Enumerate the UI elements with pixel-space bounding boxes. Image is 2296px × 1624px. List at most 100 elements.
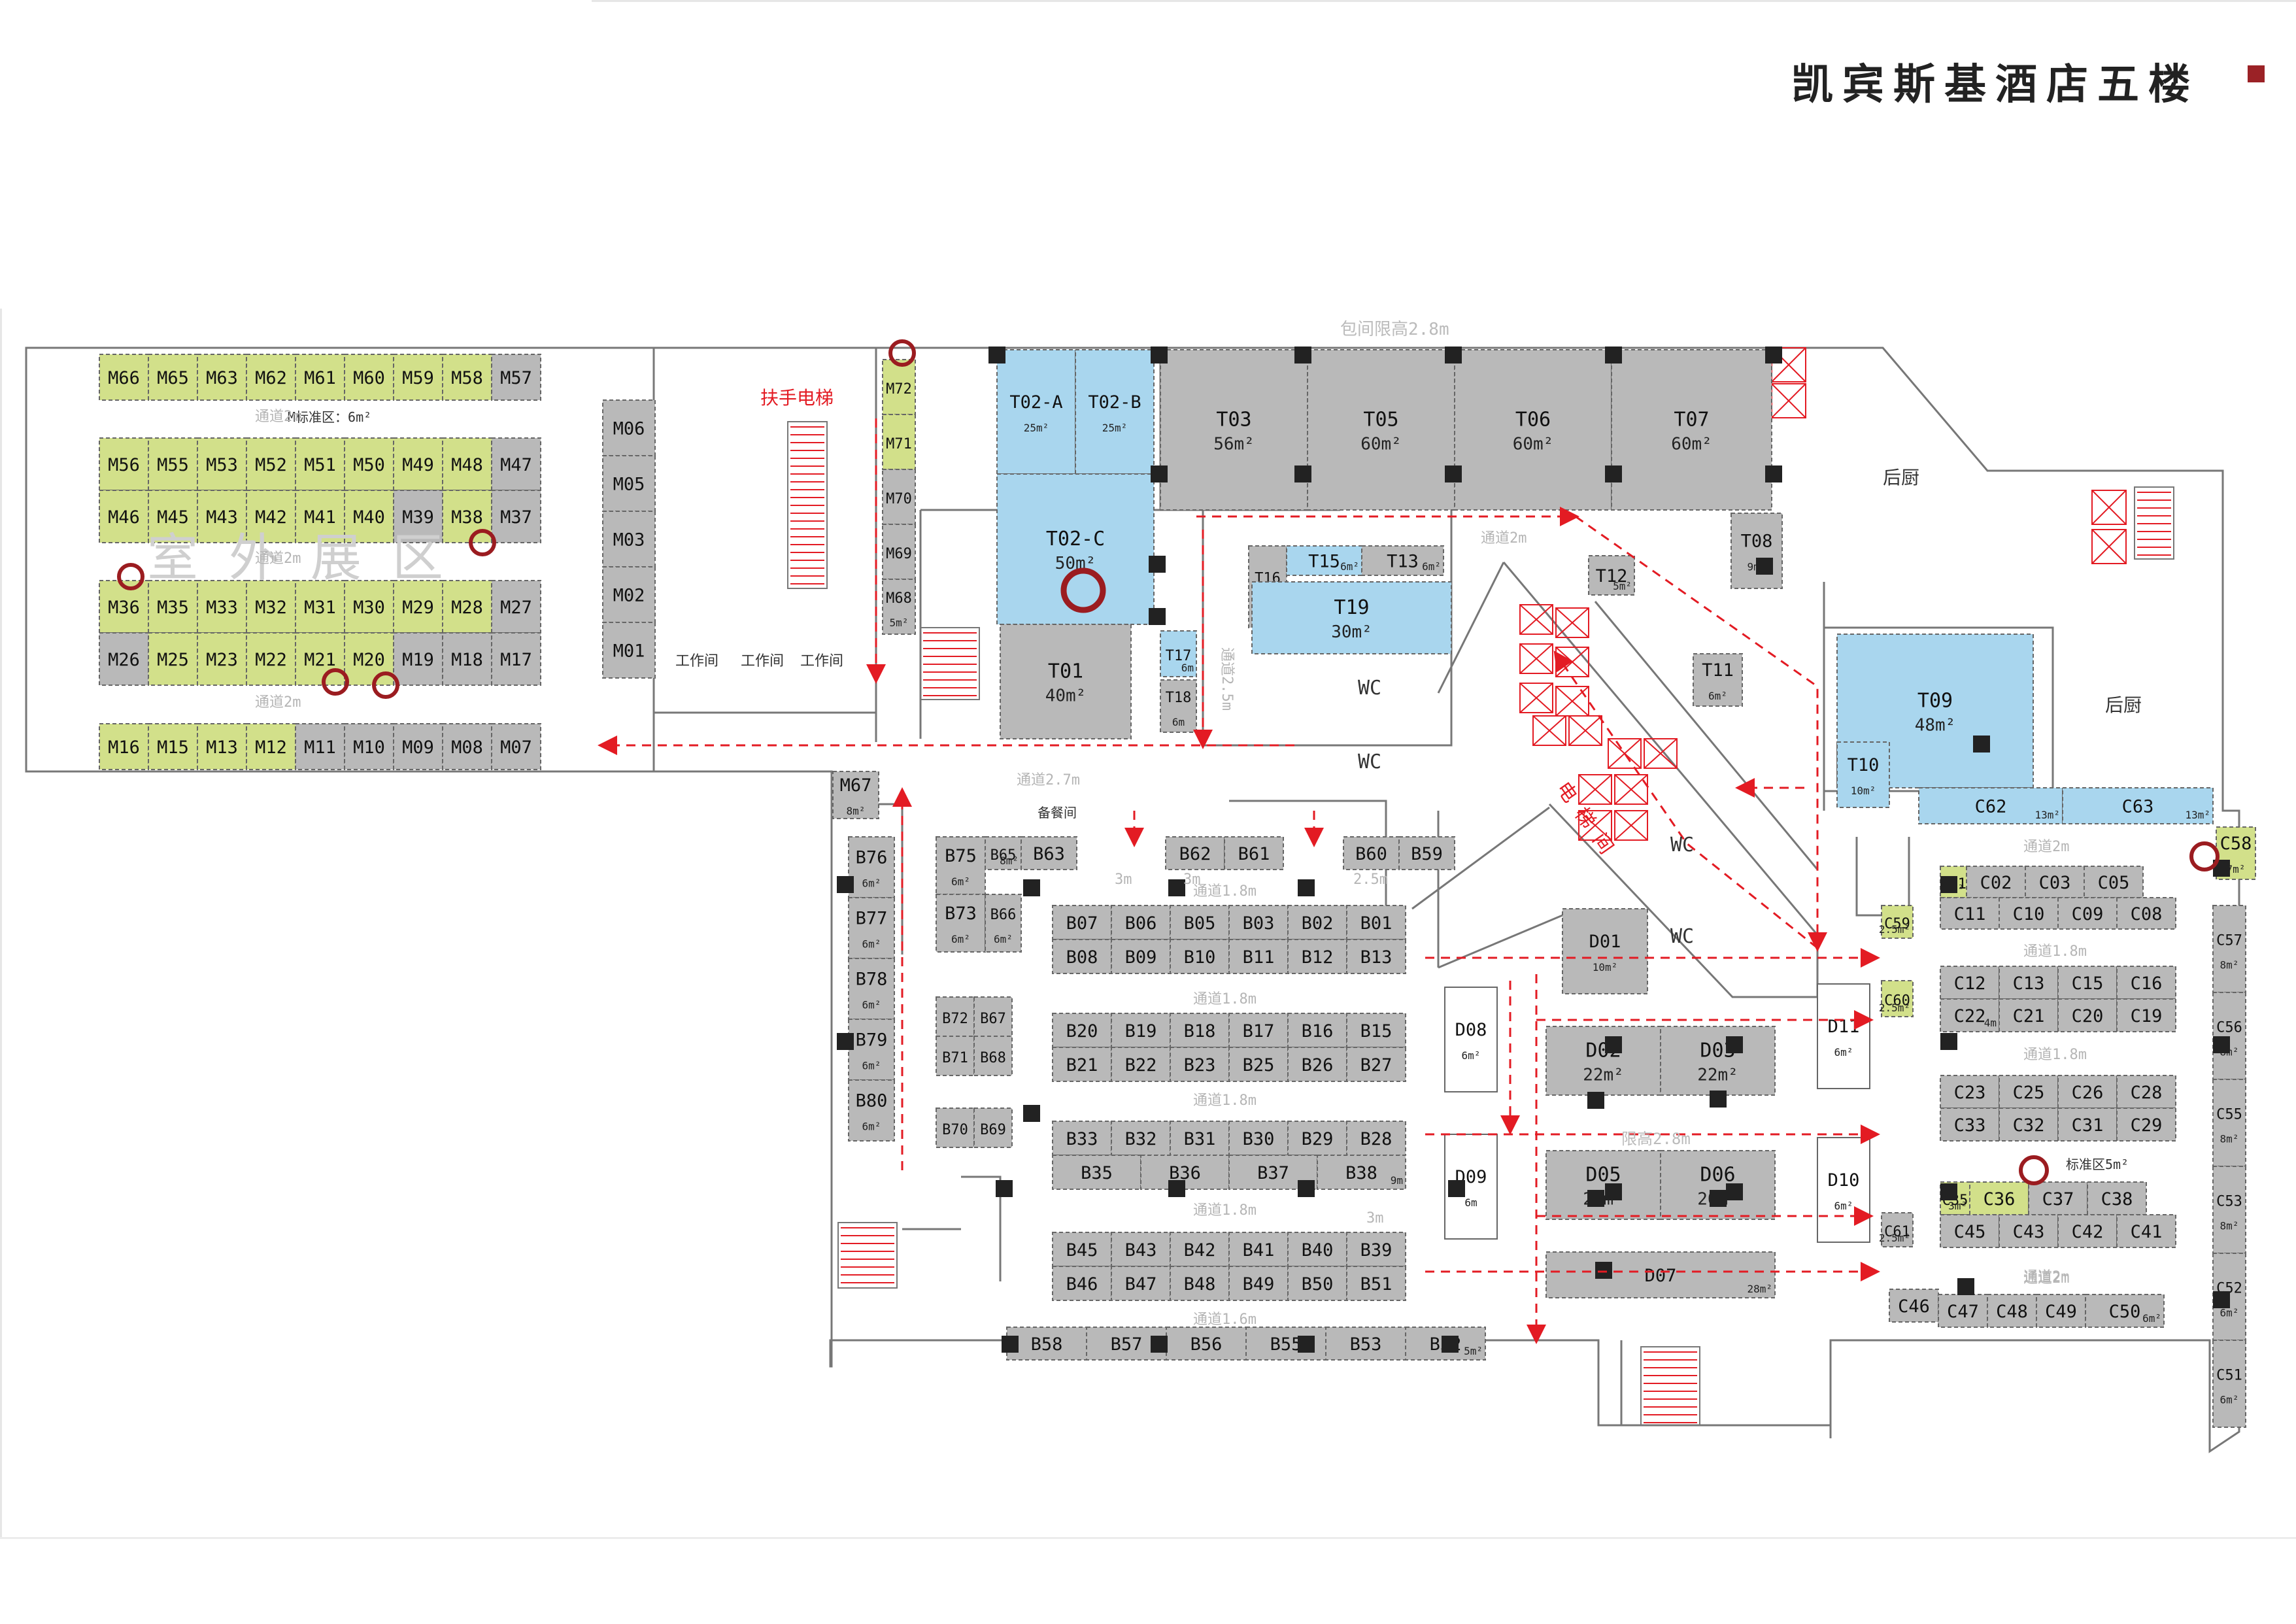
booth-b25[interactable]: B25 — [1228, 1047, 1289, 1082]
booth-m07[interactable]: M07 — [491, 723, 541, 770]
booth-b06[interactable]: B06 — [1111, 905, 1171, 940]
booth-m38[interactable]: M38 — [442, 490, 492, 543]
booth-m60[interactable]: M60 — [344, 354, 394, 401]
booth-c21[interactable]: C21 — [1999, 998, 2059, 1032]
booth-b56[interactable]: B56 — [1166, 1327, 1247, 1361]
booth-c08[interactable]: C08 — [2116, 897, 2176, 930]
booth-b28[interactable]: B28 — [1346, 1121, 1406, 1156]
booth-b10[interactable]: B10 — [1170, 939, 1230, 974]
booth-m06[interactable]: M06 — [602, 399, 656, 456]
booth-b11[interactable]: B11 — [1228, 939, 1289, 974]
booth-c19[interactable]: C19 — [2116, 998, 2176, 1032]
booth-c28[interactable]: C28 — [2116, 1075, 2176, 1109]
booth-m05[interactable]: M05 — [602, 455, 656, 512]
booth-c29[interactable]: C29 — [2116, 1108, 2176, 1142]
booth-m62[interactable]: M62 — [246, 354, 296, 401]
booth-c42[interactable]: C42 — [2057, 1214, 2118, 1248]
booth-m22[interactable]: M22 — [246, 632, 296, 686]
booth-b05[interactable]: B05 — [1170, 905, 1230, 940]
booth-m58[interactable]: M58 — [442, 354, 492, 401]
booth-c46[interactable]: C46 — [1889, 1289, 1939, 1323]
booth-b69[interactable]: B69 — [973, 1108, 1013, 1148]
booth-m36[interactable]: M36 — [99, 580, 149, 634]
booth-b17[interactable]: B17 — [1228, 1013, 1289, 1048]
booth-b63[interactable]: B63 — [1021, 836, 1077, 870]
booth-m69[interactable]: M69 — [882, 524, 916, 580]
booth-m49[interactable]: M49 — [393, 437, 443, 491]
booth-m28[interactable]: M28 — [442, 580, 492, 634]
booth-d05[interactable]: D0520m² — [1545, 1150, 1661, 1220]
booth-c11[interactable]: C11 — [1940, 897, 2000, 930]
booth-c32[interactable]: C32 — [1999, 1108, 2059, 1142]
booth-b70[interactable]: B70 — [936, 1108, 975, 1148]
booth-c03[interactable]: C03 — [2025, 866, 2085, 898]
booth-m32[interactable]: M32 — [246, 580, 296, 634]
booth-c36[interactable]: C36 — [1969, 1181, 2029, 1215]
booth-m39[interactable]: M39 — [393, 490, 443, 543]
booth-c12[interactable]: C12 — [1940, 966, 2000, 1000]
booth-m03[interactable]: M03 — [602, 511, 656, 567]
booth-m23[interactable]: M23 — [197, 632, 247, 686]
booth-m13[interactable]: M13 — [197, 723, 247, 770]
booth-b39[interactable]: B39 — [1346, 1232, 1406, 1267]
booth-b47[interactable]: B47 — [1111, 1266, 1171, 1301]
booth-m52[interactable]: M52 — [246, 437, 296, 491]
booth-m15[interactable]: M15 — [148, 723, 198, 770]
booth-m12[interactable]: M12 — [246, 723, 296, 770]
booth-b16[interactable]: B16 — [1287, 1013, 1347, 1048]
booth-m70[interactable]: M70 — [882, 469, 916, 525]
booth-m61[interactable]: M61 — [295, 354, 345, 401]
booth-d06[interactable]: D0620m² — [1660, 1150, 1776, 1220]
booth-m65[interactable]: M65 — [148, 354, 198, 401]
booth-c05[interactable]: C05 — [2084, 866, 2144, 898]
booth-b42[interactable]: B42 — [1170, 1232, 1230, 1267]
booth-m20[interactable]: M20 — [344, 632, 394, 686]
booth-m25[interactable]: M25 — [148, 632, 198, 686]
booth-b58[interactable]: B58 — [1006, 1327, 1087, 1361]
booth-m41[interactable]: M41 — [295, 490, 345, 543]
booth-c49[interactable]: C49 — [2036, 1294, 2086, 1328]
booth-b31[interactable]: B31 — [1170, 1121, 1230, 1156]
booth-c02[interactable]: C02 — [1966, 866, 2026, 898]
booth-b15[interactable]: B15 — [1346, 1013, 1406, 1048]
booth-b08[interactable]: B08 — [1052, 939, 1112, 974]
booth-m16[interactable]: M16 — [99, 723, 149, 770]
booth-b45[interactable]: B45 — [1052, 1232, 1112, 1267]
booth-b72[interactable]: B72 — [936, 996, 975, 1037]
booth-b41[interactable]: B41 — [1228, 1232, 1289, 1267]
booth-b03[interactable]: B03 — [1228, 905, 1289, 940]
booth-c25[interactable]: C25 — [1999, 1075, 2059, 1109]
booth-b13[interactable]: B13 — [1346, 939, 1406, 974]
booth-m26[interactable]: M26 — [99, 632, 149, 686]
booth-t08[interactable]: T089m² — [1730, 513, 1783, 589]
booth-b27[interactable]: B27 — [1346, 1047, 1406, 1082]
booth-c38[interactable]: C38 — [2087, 1181, 2147, 1215]
booth-m30[interactable]: M30 — [344, 580, 394, 634]
booth-m29[interactable]: M29 — [393, 580, 443, 634]
booth-c10[interactable]: C10 — [1999, 897, 2059, 930]
booth-m50[interactable]: M50 — [344, 437, 394, 491]
booth-b20[interactable]: B20 — [1052, 1013, 1112, 1048]
